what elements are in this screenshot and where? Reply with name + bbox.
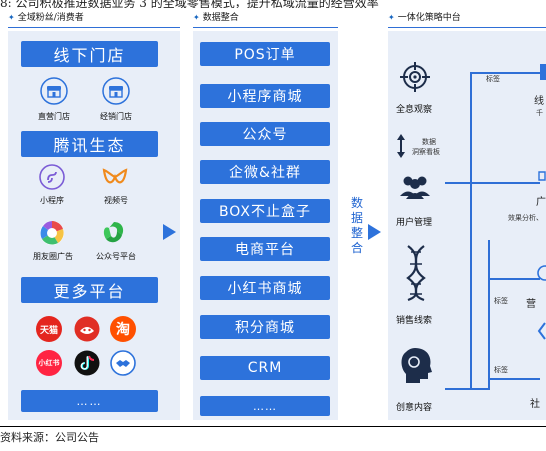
dna-icon (406, 245, 426, 302)
data-integration-vertical-label: 数据整合 (350, 196, 363, 255)
star-bullet-icon: ✦ (8, 13, 15, 22)
direct-store-label: 直营门店 (38, 112, 70, 121)
douyin-icon (74, 350, 100, 376)
moments-ads-label: 朋友圈广告 (33, 252, 73, 261)
data-source-pos: POS订单 (200, 42, 330, 66)
tencent-ecosystem-title: 腾讯生态 (21, 131, 158, 157)
middle-column-heading: ✦数据整合 (193, 13, 239, 23)
more-platforms-title: 更多平台 (21, 277, 158, 303)
edge-label-offline: 线 (534, 96, 544, 107)
edge-small-2: 效果分析、 (508, 214, 543, 222)
branch-line-1 (470, 72, 540, 74)
left-heading-underline (8, 27, 180, 28)
tag-label-2: 标签 (494, 297, 508, 305)
tag-label-3: 标签 (494, 366, 508, 374)
data-source-mini-mall: 小程序商城 (200, 84, 330, 108)
tmall-icon: 天猫 (36, 316, 62, 342)
dealer-store-label: 经销门店 (100, 112, 132, 121)
star-bullet-icon: ✦ (193, 13, 200, 22)
trunk-line-2 (488, 240, 490, 388)
xiaohongshu-icon-text: 小红书 (38, 359, 60, 367)
head-icon (401, 348, 432, 383)
channels-icon (102, 168, 128, 184)
xiaohongshu-icon: 小红书 (36, 350, 62, 376)
edge-label-community: 社 (530, 399, 540, 410)
trunk-line (470, 72, 472, 388)
holistic-view-label: 全息观察 (396, 105, 433, 115)
handshake-icon (110, 350, 136, 376)
store-icon (40, 77, 68, 105)
tmall-icon-text: 天猫 (39, 325, 58, 336)
data-source-xhs-mall: 小红书商城 (200, 276, 330, 300)
up-down-arrow-icon (397, 134, 405, 158)
data-source-crm: CRM (200, 356, 330, 380)
edge-label-ads: 广 (536, 197, 546, 208)
source-note: 资料来源：公司公告 (0, 431, 99, 444)
user-management-label: 用户管理 (396, 218, 433, 228)
users-icon (400, 176, 430, 199)
branch-line-2 (445, 182, 540, 184)
right-heading-underline (388, 27, 546, 28)
offline-stores-title: 线下门店 (21, 41, 158, 67)
left-more-ellipsis: …… (21, 390, 158, 412)
figure-title: 8: 公司积极推进数据业务 3 的全域零售模式，提升私域流量的经营效率 (0, 0, 379, 8)
left-column-heading: ✦全域粉丝/消费者 (8, 13, 84, 23)
data-source-official-account: 公众号 (200, 122, 330, 146)
data-source-ellipsis: …… (200, 396, 330, 416)
target-icon (400, 62, 430, 92)
sales-leads-label: 销售线索 (396, 316, 433, 326)
store-icon (102, 77, 130, 105)
edge-item-icon (537, 322, 546, 340)
taobao-icon-text: 淘 (116, 322, 130, 338)
mini-program-icon (39, 164, 65, 190)
branch-line-5 (445, 388, 490, 390)
data-note-line1: 数据 (422, 138, 436, 146)
data-source-ecommerce: 电商平台 (200, 237, 330, 261)
edge-label-marketing: 营 (526, 299, 536, 310)
branch-line-4 (488, 378, 540, 380)
footer-rule (0, 426, 546, 427)
edge-item-icon (537, 265, 546, 281)
channels-label: 视频号 (104, 196, 128, 205)
branch-line-3 (488, 278, 540, 280)
taobao-icon: 淘 (110, 316, 136, 342)
edge-small-1: 千 (536, 109, 543, 117)
arrow-middle-to-right (368, 224, 381, 240)
data-source-points-mall: 积分商城 (200, 315, 330, 339)
official-account-icon (103, 222, 124, 243)
middle-heading-underline (193, 27, 338, 28)
arrow-left-to-middle (163, 224, 176, 240)
data-note-line2: 洞察看板 (412, 148, 440, 156)
tag-label-1: 标签 (486, 75, 500, 83)
mini-program-label: 小程序 (40, 196, 64, 205)
data-source-box: BOX不止盒子 (200, 199, 330, 223)
official-account-label: 公众号平台 (96, 252, 136, 261)
star-bullet-icon: ✦ (388, 13, 395, 22)
creative-content-label: 创意内容 (396, 403, 433, 413)
edge-item-icon (540, 64, 546, 80)
right-column-heading: ✦一体化策略中台 (388, 13, 461, 23)
data-source-wecom: 企微&社群 (200, 160, 330, 184)
pinduoduo-icon (74, 316, 100, 342)
moments-icon (40, 221, 64, 245)
edge-item-icon (538, 171, 546, 181)
